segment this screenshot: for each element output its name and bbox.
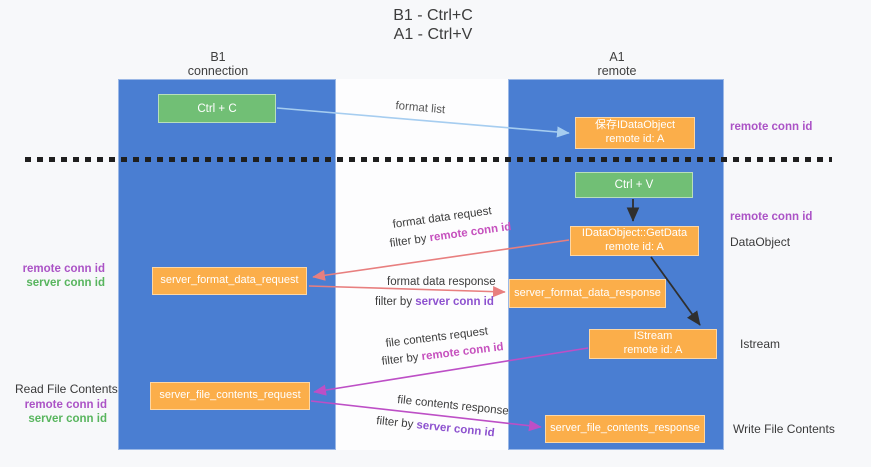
server-conn-id-label-left-top: server conn id bbox=[26, 277, 105, 289]
ctrl-v-box: Ctrl + V bbox=[575, 172, 693, 198]
lane-header-a1-role: remote bbox=[597, 64, 637, 79]
ctrl-c-box: Ctrl + C bbox=[158, 94, 276, 123]
getdata-line2: remote id: A bbox=[605, 241, 664, 253]
read-file-contents-label: Read File Contents bbox=[15, 382, 118, 396]
title-line-1: B1 - Ctrl+C bbox=[393, 7, 473, 24]
istream-box: IStream remote id: A bbox=[589, 329, 717, 359]
title-line-2: A1 - Ctrl+V bbox=[393, 26, 473, 44]
save-dataobject-line2: remote id: A bbox=[605, 133, 665, 145]
ctrl-c-label: Ctrl + C bbox=[197, 102, 237, 115]
save-dataobject-line1: 保存IDataObject bbox=[594, 119, 676, 132]
lane-header-a1: A1 remote bbox=[537, 50, 697, 79]
getdata-line1: IDataObject::GetData bbox=[581, 227, 688, 240]
istream-side-label: Istream bbox=[740, 337, 781, 351]
remote-conn-id-label-left-bottom: remote conn id bbox=[24, 399, 107, 411]
remote-conn-id-label-right-top: remote conn id bbox=[730, 121, 813, 133]
lane-header-a1-name: A1 bbox=[609, 50, 625, 64]
remote-conn-id-label-right-mid: remote conn id bbox=[730, 211, 813, 223]
filter-by-server-conn-id-label-top: filter by server conn id bbox=[375, 296, 494, 308]
lane-header-b1: B1 connection bbox=[138, 50, 298, 79]
server-conn-id-highlight: server conn id bbox=[415, 296, 494, 308]
filter-by-prefix: filter by bbox=[375, 296, 416, 308]
idataobject-getdata-box: IDataObject::GetData remote id: A bbox=[570, 226, 699, 256]
server-format-data-request-label: server_format_data_request bbox=[160, 274, 299, 287]
lane-header-b1-role: connection bbox=[187, 64, 249, 79]
remote-conn-id-label-left-top: remote conn id bbox=[22, 263, 105, 275]
write-file-contents-label: Write File Contents bbox=[733, 422, 835, 436]
server-file-contents-request-box: server_file_contents_request bbox=[150, 382, 310, 410]
ctrl-v-label: Ctrl + V bbox=[614, 179, 654, 191]
server-file-contents-response-label: server_file_contents_response bbox=[550, 422, 700, 435]
server-format-data-request-box: server_format_data_request bbox=[152, 267, 307, 295]
format-data-response-label: format data response bbox=[387, 276, 496, 288]
diagram-title: B1 - Ctrl+C A1 - Ctrl+V bbox=[348, 6, 518, 44]
server-format-data-response-label: server_format_data_response bbox=[514, 286, 661, 299]
section-divider-dashed-line bbox=[25, 157, 832, 162]
server-file-contents-response-box: server_file_contents_response bbox=[545, 415, 705, 443]
lane-gap-band bbox=[336, 79, 508, 450]
dataobject-label: DataObject bbox=[730, 235, 791, 249]
server-conn-id-label-left-bottom: server conn id bbox=[28, 413, 107, 425]
server-file-contents-request-label: server_file_contents_request bbox=[159, 389, 301, 402]
lane-header-b1-name: B1 bbox=[210, 50, 226, 64]
istream-line1: IStream bbox=[633, 330, 673, 343]
istream-line2: remote id: A bbox=[623, 344, 683, 356]
server-format-data-response-box: server_format_data_response bbox=[509, 279, 666, 308]
save-dataobject-box: 保存IDataObject remote id: A bbox=[575, 117, 695, 149]
